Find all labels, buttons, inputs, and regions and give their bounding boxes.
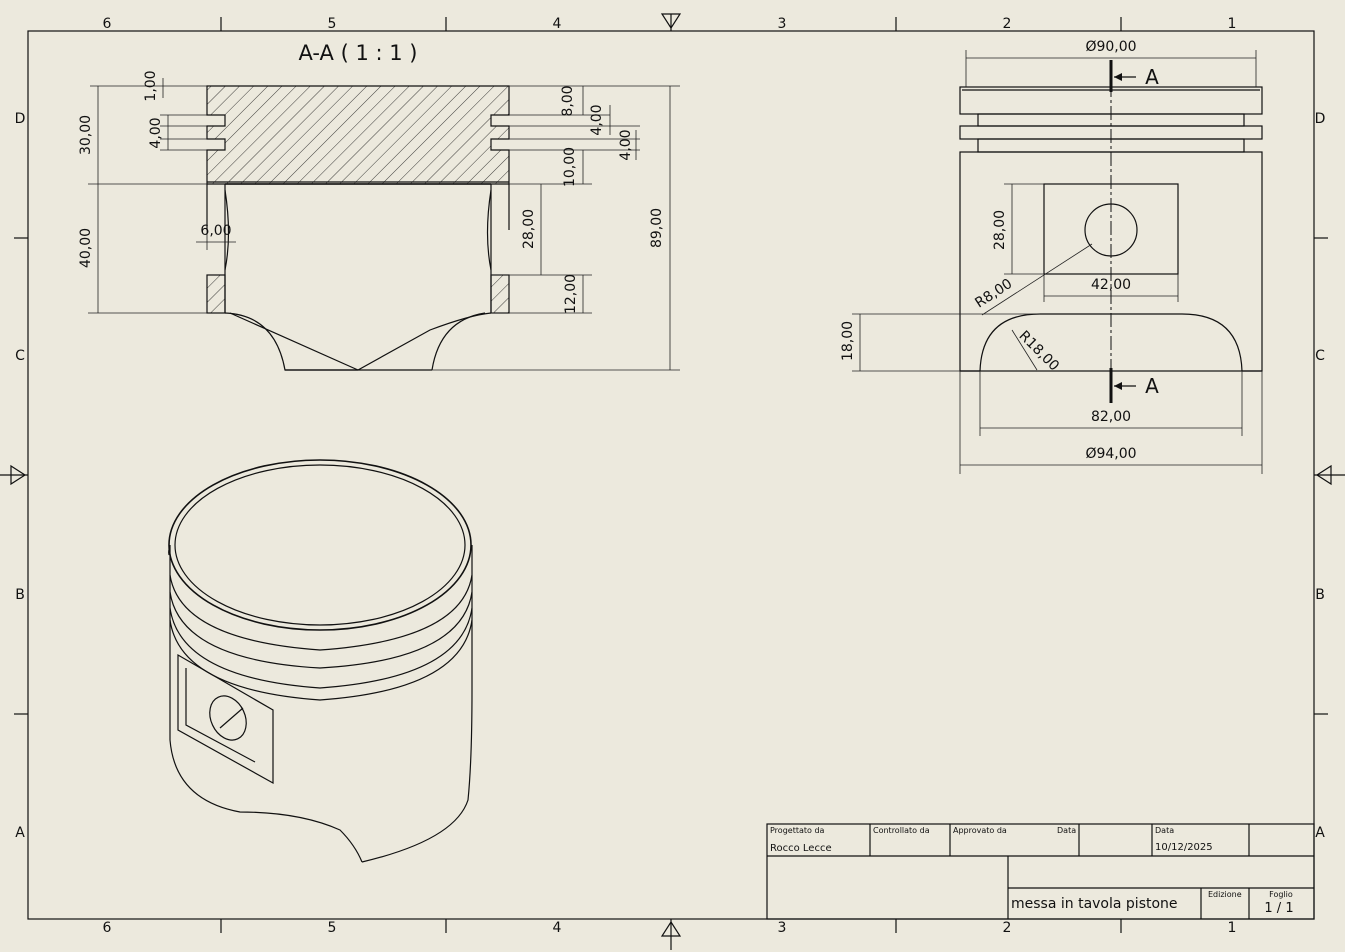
- sheet-label: Foglio: [1269, 890, 1293, 899]
- iso-top-face: [168, 459, 472, 631]
- zone-row-d-right: D: [1315, 111, 1326, 127]
- drawing-date: 10/12/2025: [1155, 842, 1213, 853]
- dim-28-section: 28,00: [521, 209, 537, 249]
- dim-42: 42,00: [1091, 277, 1131, 293]
- dim-6: 6,00: [200, 223, 231, 239]
- title-block: Progettato da Rocco Lecce Controllato da…: [766, 823, 1315, 920]
- sheet-number: 1 / 1: [1264, 901, 1293, 916]
- zone-row-d-left: D: [15, 111, 26, 127]
- section-view-aa: A-A ( 1 : 1 ) 1,00: [78, 41, 680, 371]
- approved-by-label: Approvato da: [953, 826, 1007, 835]
- zone-col-6-bottom: 6: [103, 920, 112, 936]
- approval-date-label: Data: [1057, 826, 1076, 835]
- section-head-hatch: [206, 85, 510, 185]
- dim-4-right-2: 4,00: [618, 129, 634, 160]
- zone-row-b-left: B: [15, 587, 25, 603]
- zone-col-1-bottom: 1: [1228, 920, 1237, 936]
- designed-by: Rocco Lecce: [770, 843, 832, 854]
- dim-10: 10,00: [562, 147, 578, 187]
- dim-89: 89,00: [649, 208, 665, 248]
- edition-label: Edizione: [1208, 890, 1242, 899]
- zone-col-3-bottom: 3: [778, 920, 787, 936]
- section-title: A-A ( 1 : 1 ): [299, 41, 418, 65]
- section-skirt-left-hatch: [206, 274, 226, 314]
- isometric-view: [168, 459, 473, 863]
- zone-col-6-top: 6: [103, 16, 112, 32]
- zone-col-2-bottom: 2: [1003, 920, 1012, 936]
- dim-8: 8,00: [560, 85, 576, 116]
- dim-82: 82,00: [1091, 409, 1131, 425]
- zone-col-5-bottom: 5: [328, 920, 337, 936]
- iso-pin-hole: [209, 695, 247, 741]
- zone-row-b-right: B: [1315, 587, 1325, 603]
- iso-pin-boss: [177, 653, 274, 785]
- zone-row-a-right: A: [1315, 825, 1325, 841]
- dim-40: 40,00: [78, 228, 94, 268]
- dim-28-front: 28,00: [992, 210, 1008, 250]
- sheet-border: 6 5 4 3 2 1 6 5 4 3 2 1 D C B A D C B A: [0, 13, 1345, 950]
- dim-dia-94: Ø94,00: [1085, 446, 1136, 462]
- zone-col-3-top: 3: [778, 16, 787, 32]
- front-view: A A Ø90,00 28,00 42,00 R8,00 R18,00 18,0…: [840, 39, 1263, 474]
- dim-30: 30,00: [78, 115, 94, 155]
- section-skirt-right-hatch: [490, 274, 510, 314]
- dim-4-left: 4,00: [148, 117, 164, 148]
- zone-col-4-bottom: 4: [553, 920, 562, 936]
- zone-row-a-left: A: [15, 825, 25, 841]
- dim-r18: R18,00: [1016, 328, 1063, 375]
- checked-by-label: Controllato da: [873, 826, 930, 835]
- cut-label-top: A: [1145, 65, 1159, 89]
- zone-col-5-top: 5: [328, 16, 337, 32]
- cut-label-bottom: A: [1145, 374, 1159, 398]
- dim-4-right-1: 4,00: [589, 104, 605, 135]
- dim-18: 18,00: [840, 321, 856, 361]
- date-label: Data: [1155, 826, 1174, 835]
- drawing-title: messa in tavola pistone: [1011, 896, 1178, 912]
- zone-col-2-top: 2: [1003, 16, 1012, 32]
- dim-dia-90: Ø90,00: [1085, 39, 1136, 55]
- zone-row-c-left: C: [15, 348, 25, 364]
- dim-r8: R8,00: [972, 276, 1015, 312]
- dim-12: 12,00: [563, 274, 579, 314]
- zone-col-1-top: 1: [1228, 16, 1237, 32]
- zone-row-c-right: C: [1315, 348, 1325, 364]
- designed-by-label: Progettato da: [770, 826, 825, 835]
- dim-1: 1,00: [143, 70, 159, 101]
- zone-col-4-top: 4: [553, 16, 562, 32]
